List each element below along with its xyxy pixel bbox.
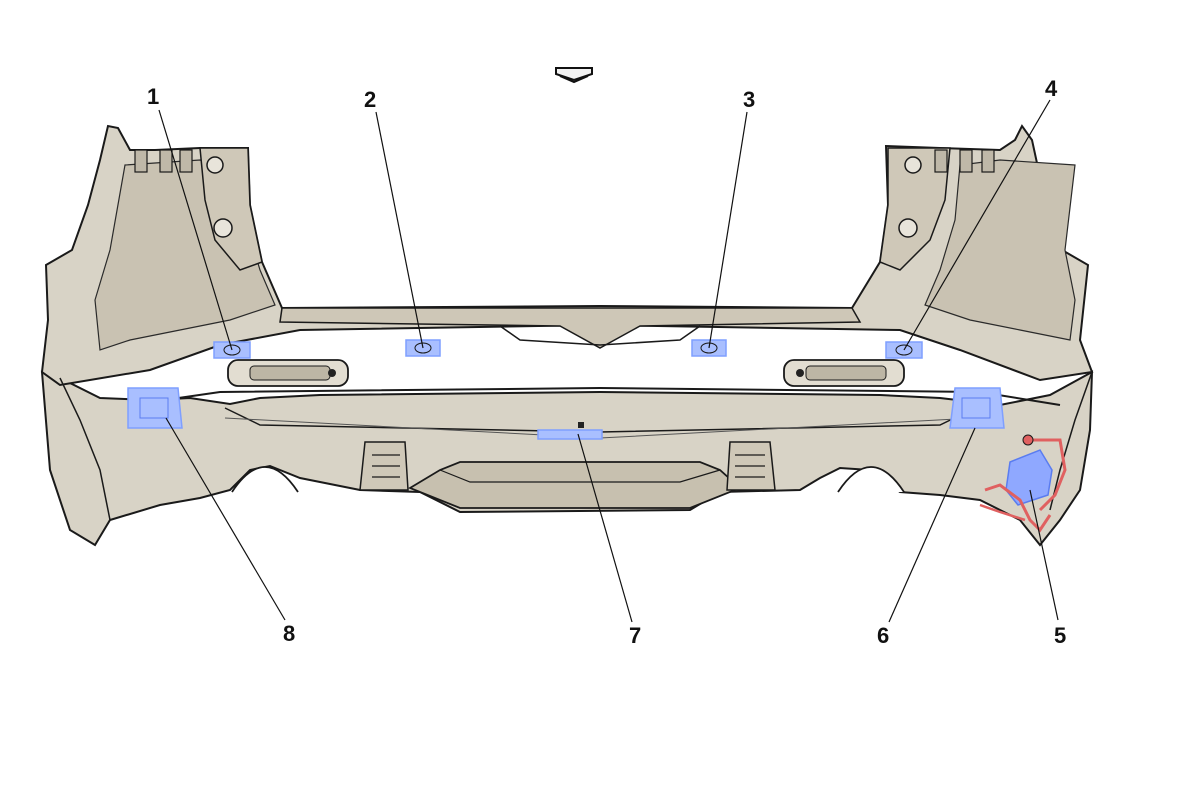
right-bracket [879,147,951,271]
top-beam [279,307,862,349]
callout-labels: 1 2 3 4 5 6 7 8 [147,76,1066,648]
bumper-body [40,124,1094,547]
callout-7: 7 [629,623,641,648]
center-antenna [537,429,603,440]
callout-6: 6 [877,623,889,648]
callout-2: 2 [364,87,376,112]
callout-5: 5 [1054,623,1066,648]
left-radar-module [127,387,183,429]
right-radar-module [949,387,1005,429]
control-module [979,434,1067,533]
callout-8: 8 [283,621,295,646]
bumper-lower-shell [40,370,1094,547]
callout-3: 3 [743,87,755,112]
arrow-down-icon [555,67,593,84]
leader-lines [158,99,1059,623]
diffuser [407,461,742,509]
left-bracket [199,147,263,271]
callout-1: 1 [147,84,159,109]
callout-4: 4 [1045,76,1058,101]
